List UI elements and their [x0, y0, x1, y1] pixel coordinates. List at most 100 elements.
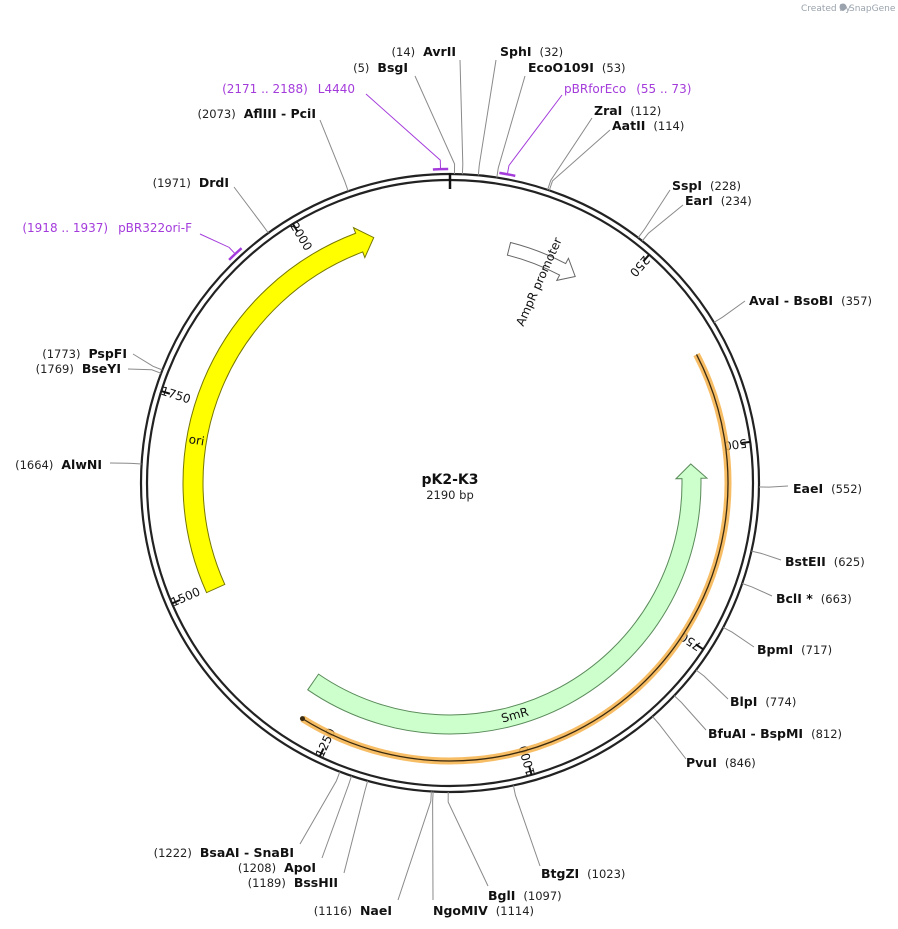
cut-site-bcli[interactable]: BclI *(663) [742, 583, 852, 606]
cut-site-label[interactable]: EaeI(552) [793, 481, 862, 496]
feature-arrow-smr[interactable] [307, 463, 709, 735]
cut-site-zrai[interactable]: ZraI(112) [547, 103, 662, 190]
cut-site-name: SspI [672, 178, 702, 193]
cut-site-leader [397, 791, 432, 901]
cut-site-label[interactable]: (1769)BseYI [36, 361, 121, 376]
cut-site-label[interactable]: EarI(234) [685, 193, 752, 208]
cut-site-bsgi[interactable]: (5)BsgI [353, 60, 456, 175]
feature-arrow-ampr-promoter[interactable] [506, 241, 576, 282]
cut-site-label[interactable]: BclI *(663) [776, 591, 852, 606]
cut-site-drdi[interactable]: (1971)DrdI [153, 175, 269, 234]
primer-label[interactable]: (1918 .. 1937)pBR322ori-F [22, 221, 192, 235]
cut-site-label[interactable]: (1116)NaeI [314, 903, 392, 918]
cut-site-label[interactable]: BtgZI(1023) [541, 866, 625, 881]
feature-arrow-ori[interactable] [182, 226, 375, 594]
primer-leader [365, 93, 442, 169]
feature-ampr-promoter[interactable] [506, 241, 576, 282]
feature-ori[interactable] [182, 226, 375, 594]
cut-site-leader [673, 695, 707, 731]
cut-site-label[interactable]: (1222)BsaAI - SnaBI [154, 845, 294, 860]
cut-site-bsteii[interactable]: BstEII(625) [751, 550, 865, 569]
cut-site-position: (1664) [15, 458, 53, 472]
cut-site-label[interactable]: AatII(114) [612, 118, 684, 133]
cut-site-sspi[interactable]: SspI(228) [637, 178, 741, 239]
cut-site-label[interactable]: PvuI(846) [686, 755, 756, 770]
cut-site-label[interactable]: BlpI(774) [730, 694, 796, 709]
cut-site-leader [548, 129, 611, 191]
cut-site-bgli[interactable]: BglI(1097) [447, 791, 562, 903]
cut-site-label[interactable]: BpmI (717) [757, 642, 832, 657]
cut-site-ecoo109i[interactable]: EcoO109I(53) [496, 60, 626, 178]
cut-site-pspfi[interactable]: (1773)PspFI [42, 346, 163, 371]
tick-mark-1750 [160, 390, 171, 395]
cut-site-leader [477, 59, 497, 176]
cut-site-label[interactable]: SspI(228) [672, 178, 741, 193]
cut-site-bsaai-snabi[interactable]: (1222)BsaAI - SnaBI [154, 771, 341, 860]
cut-site-btgzi[interactable]: BtgZI(1023) [512, 785, 625, 881]
cut-site-label[interactable]: (1208)ApoI [238, 860, 316, 875]
cut-site-pvui[interactable]: PvuI(846) [652, 716, 756, 770]
cut-site-name: AflIII - PciI [244, 106, 316, 121]
cut-site-label[interactable]: (14)AvrII [392, 44, 456, 59]
cut-site-ngomiv[interactable]: NgoMIV(1114) [432, 791, 534, 918]
cut-site-leader [299, 771, 341, 845]
cut-site-position: (5) [353, 61, 369, 75]
cut-site-leader [414, 75, 456, 175]
cut-site-label[interactable]: (1971)DrdI [153, 175, 229, 190]
cut-site-avai-bsobi[interactable]: AvaI - BsoBI(357) [713, 293, 872, 323]
cut-site-apoi[interactable]: (1208)ApoI [238, 775, 353, 875]
primer-binding-arc[interactable] [228, 247, 243, 261]
primer-binding-arc[interactable] [499, 171, 516, 178]
cut-site-label[interactable]: (1773)PspFI [42, 346, 127, 361]
cut-site-aatii[interactable]: AatII(114) [548, 118, 684, 191]
cut-site-position: (1773) [42, 347, 80, 361]
cut-site-label[interactable]: EcoO109I(53) [528, 60, 626, 75]
cut-site-label[interactable]: NgoMIV(1114) [433, 903, 534, 918]
cut-site-name: BpmI [757, 642, 793, 657]
cut-site-naei[interactable]: (1116)NaeI [314, 791, 432, 918]
snapgene-logo-icon [839, 3, 847, 11]
feature-smr[interactable] [307, 463, 709, 735]
snapgene-watermark: Created by SnapGene [801, 3, 896, 14]
cut-site-name: AatII [612, 118, 645, 133]
cut-site-sphi[interactable]: SphI(32) [477, 44, 563, 176]
cut-site-position: (552) [831, 482, 862, 496]
cut-site-bseyi[interactable]: (1769)BseYI [36, 361, 162, 376]
primer-label[interactable]: (2171 .. 2188)L4440 [222, 82, 355, 96]
cut-site-label[interactable]: AvaI - BsoBI(357) [749, 293, 872, 308]
cut-site-name: BseYI [82, 361, 121, 376]
tick-label-1500: 1500 [169, 585, 203, 610]
primer-l4440[interactable]: (2171 .. 2188)L4440 [222, 82, 449, 171]
cut-site-bsshii[interactable]: (1189)BssHII [248, 780, 369, 890]
cut-site-label[interactable]: (1664)AlwNI [15, 457, 102, 472]
cut-site-name: BfuAI - BspMI [708, 726, 803, 741]
cut-site-bpmi[interactable]: BpmI (717) [722, 626, 832, 657]
cut-site-alwni[interactable]: (1664)AlwNI [15, 457, 142, 472]
tick-label-250: 250 [627, 253, 653, 279]
cut-site-eaei[interactable]: EaeI(552) [758, 481, 862, 496]
cut-site-name: SphI [500, 44, 532, 59]
primers-layer: (2171 .. 2188)L4440 pBRforEco(55 .. 73) (1… [22, 82, 691, 261]
cut-site-label[interactable]: ZraI(112) [594, 103, 661, 118]
cut-site-label[interactable]: SphI(32) [500, 44, 563, 59]
cut-site-eari[interactable]: EarI(234) [641, 193, 752, 242]
tick-mark-1500 [171, 598, 181, 605]
primer-name: pBR322ori-F [118, 221, 192, 235]
cut-site-afliii-pcii[interactable]: (2073)AflIII - PciI [197, 106, 349, 192]
cut-site-leader [432, 791, 434, 901]
cut-site-name: NgoMIV [433, 903, 488, 918]
primer-pbrforeco[interactable]: pBRforEco(55 .. 73) [499, 82, 691, 178]
cut-site-label[interactable]: (5)BsgI [353, 60, 408, 75]
cut-site-label[interactable]: BfuAI - BspMI(812) [708, 726, 842, 741]
cut-site-label[interactable]: BglI(1097) [488, 888, 562, 903]
cut-site-position: (717) [801, 643, 832, 657]
cut-site-blpi[interactable]: BlpI(774) [695, 669, 796, 709]
cut-site-label[interactable]: BstEII(625) [785, 554, 865, 569]
cut-site-label[interactable]: (1189)BssHII [248, 875, 338, 890]
cut-site-bfuai-bspmi[interactable]: BfuAI - BspMI(812) [673, 695, 842, 741]
cut-site-label[interactable]: (2073)AflIII - PciI [197, 106, 316, 121]
primer-pbr322ori-f[interactable]: (1918 .. 1937)pBR322ori-F [22, 221, 243, 261]
cut-site-avrii[interactable]: (14)AvrII [392, 44, 464, 175]
primer-leader [199, 233, 235, 254]
primer-label[interactable]: pBRforEco(55 .. 73) [564, 82, 691, 96]
